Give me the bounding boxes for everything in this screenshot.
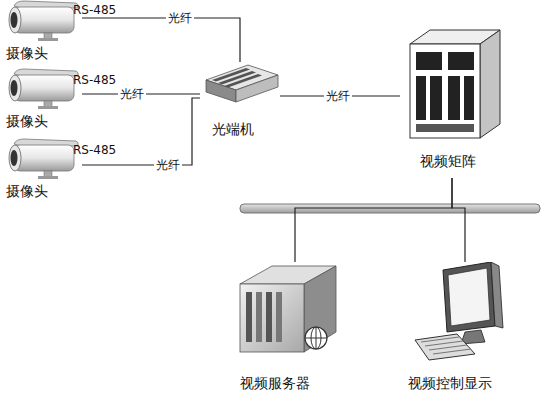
node-label: 视频服务器 (232, 374, 342, 392)
node-label: 视频矩阵 (400, 152, 508, 170)
camera-icon (2, 138, 80, 180)
node-label: 摄像头 (2, 44, 82, 62)
edge-label: 光纤 (154, 158, 182, 172)
video-matrix-icon (400, 28, 508, 140)
fiber-connector (452, 178, 465, 262)
camera-icon (2, 0, 80, 42)
fiber-connector (82, 18, 240, 62)
fiber-connector (295, 178, 452, 262)
node-label: 摄像头 (2, 182, 82, 200)
camera-node: 摄像头 (2, 138, 82, 202)
control-display-icon (385, 262, 515, 362)
edge-label: 光纤 (166, 11, 194, 25)
node-illustration (400, 28, 508, 144)
video-server-node: 视频服务器 (232, 262, 342, 394)
signal-label: RS-485 (73, 143, 116, 157)
control-display-node: 视频控制显示 (385, 262, 515, 394)
node-label: 光端机 (200, 120, 280, 138)
node-label: 视频控制显示 (385, 374, 515, 392)
signal-label: RS-485 (73, 73, 116, 87)
optical-transceiver-icon (200, 62, 280, 112)
node-illustration (385, 262, 515, 366)
node-illustration (200, 62, 280, 116)
camera-node: 摄像头 (2, 0, 82, 64)
camera-node: 摄像头 (2, 68, 82, 132)
optical-transceiver-node: 光端机 (200, 62, 280, 140)
edge-label: 光纤 (324, 89, 352, 103)
node-illustration (2, 0, 80, 46)
edge-label: 光纤 (118, 87, 146, 101)
node-label: 摄像头 (2, 112, 82, 130)
node-illustration (2, 68, 80, 114)
signal-label: RS-485 (73, 3, 116, 17)
node-illustration (2, 138, 80, 184)
video-matrix-node: 视频矩阵 (400, 28, 508, 178)
video-server-icon (232, 262, 342, 362)
node-illustration (232, 262, 342, 366)
camera-icon (2, 68, 80, 110)
